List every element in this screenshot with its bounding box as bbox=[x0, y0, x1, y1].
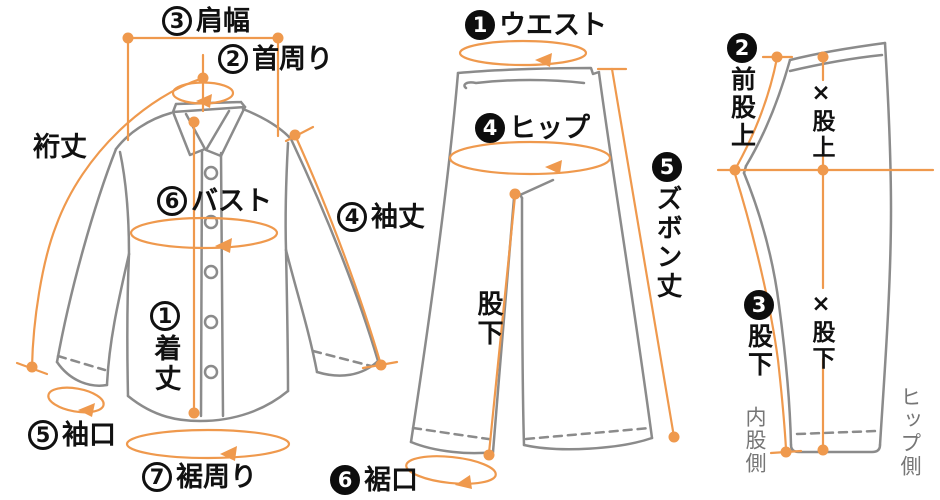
sleeve-length-line bbox=[293, 133, 383, 367]
hem-number-badge: 7 bbox=[142, 462, 172, 492]
pants-side-figure bbox=[742, 41, 893, 454]
label-front-rise: 2 前股上 bbox=[727, 33, 757, 150]
inseam-line-side bbox=[733, 172, 788, 451]
inseam-number-badge: 3 bbox=[744, 290, 774, 320]
label-inner-thigh-side: 内股側 bbox=[743, 406, 767, 475]
hip-number-badge: 4 bbox=[475, 113, 505, 143]
label-cuff-opening: 5 袖口 bbox=[28, 420, 116, 450]
label-leg-hem-opening: 6 裾口 bbox=[330, 465, 418, 495]
yuki-curve bbox=[30, 76, 205, 369]
sleeve-number-badge: 4 bbox=[337, 202, 367, 232]
leg-hem-ellipse bbox=[405, 455, 497, 485]
label-sleeve-length: 4 袖丈 bbox=[337, 202, 425, 232]
label-inseam-reference: ×股下 bbox=[808, 291, 834, 372]
bust-number-badge: 6 bbox=[157, 186, 187, 216]
trouser-length-number-badge: 5 bbox=[652, 152, 682, 182]
label-hem-circumference: 7 裾周り bbox=[142, 462, 257, 492]
waist-number-badge: 1 bbox=[465, 10, 495, 40]
waist-ellipse bbox=[458, 39, 588, 67]
cuff-ellipse bbox=[47, 386, 105, 414]
label-hip: 4 ヒップ bbox=[475, 113, 590, 143]
label-yuki-length: 裄丈 bbox=[33, 132, 87, 163]
label-bust: 6 バスト bbox=[157, 186, 272, 216]
label-inseam-front: 股下 bbox=[473, 290, 503, 348]
label-neck-circumference: 2 首周り bbox=[218, 44, 333, 74]
label-trouser-length: 5 ズボン丈 bbox=[652, 152, 682, 301]
bust-ellipse bbox=[129, 216, 279, 250]
measurement-dots bbox=[26, 32, 829, 461]
leg-hem-number-badge: 6 bbox=[330, 465, 360, 495]
label-waist: 1 ウエスト bbox=[465, 10, 607, 40]
ellipse-arrows bbox=[78, 53, 562, 489]
garment-outlines bbox=[55, 41, 893, 455]
label-hip-side: ヒップ側 bbox=[898, 386, 922, 478]
label-inseam-side: 3 股下 bbox=[744, 290, 774, 379]
neck-number-badge: 2 bbox=[218, 44, 248, 74]
shoulder-number-badge: 3 bbox=[162, 6, 192, 36]
label-body-length: 1 着丈 bbox=[150, 301, 181, 394]
label-shoulder-width: 3 肩幅 bbox=[162, 6, 250, 36]
cuff-number-badge: 5 bbox=[28, 420, 58, 450]
hem-ellipse bbox=[125, 428, 291, 460]
measurement-lines bbox=[15, 36, 935, 485]
body-length-number-badge: 1 bbox=[150, 301, 180, 331]
hip-ellipse bbox=[448, 140, 612, 176]
trouser-length-line bbox=[610, 67, 676, 439]
inseam-line-front bbox=[487, 194, 517, 455]
front-rise-curve bbox=[735, 56, 779, 168]
label-rise-reference: ×股上 bbox=[808, 80, 834, 161]
pajama-top-figure bbox=[55, 100, 380, 423]
front-rise-number-badge: 2 bbox=[727, 33, 757, 63]
